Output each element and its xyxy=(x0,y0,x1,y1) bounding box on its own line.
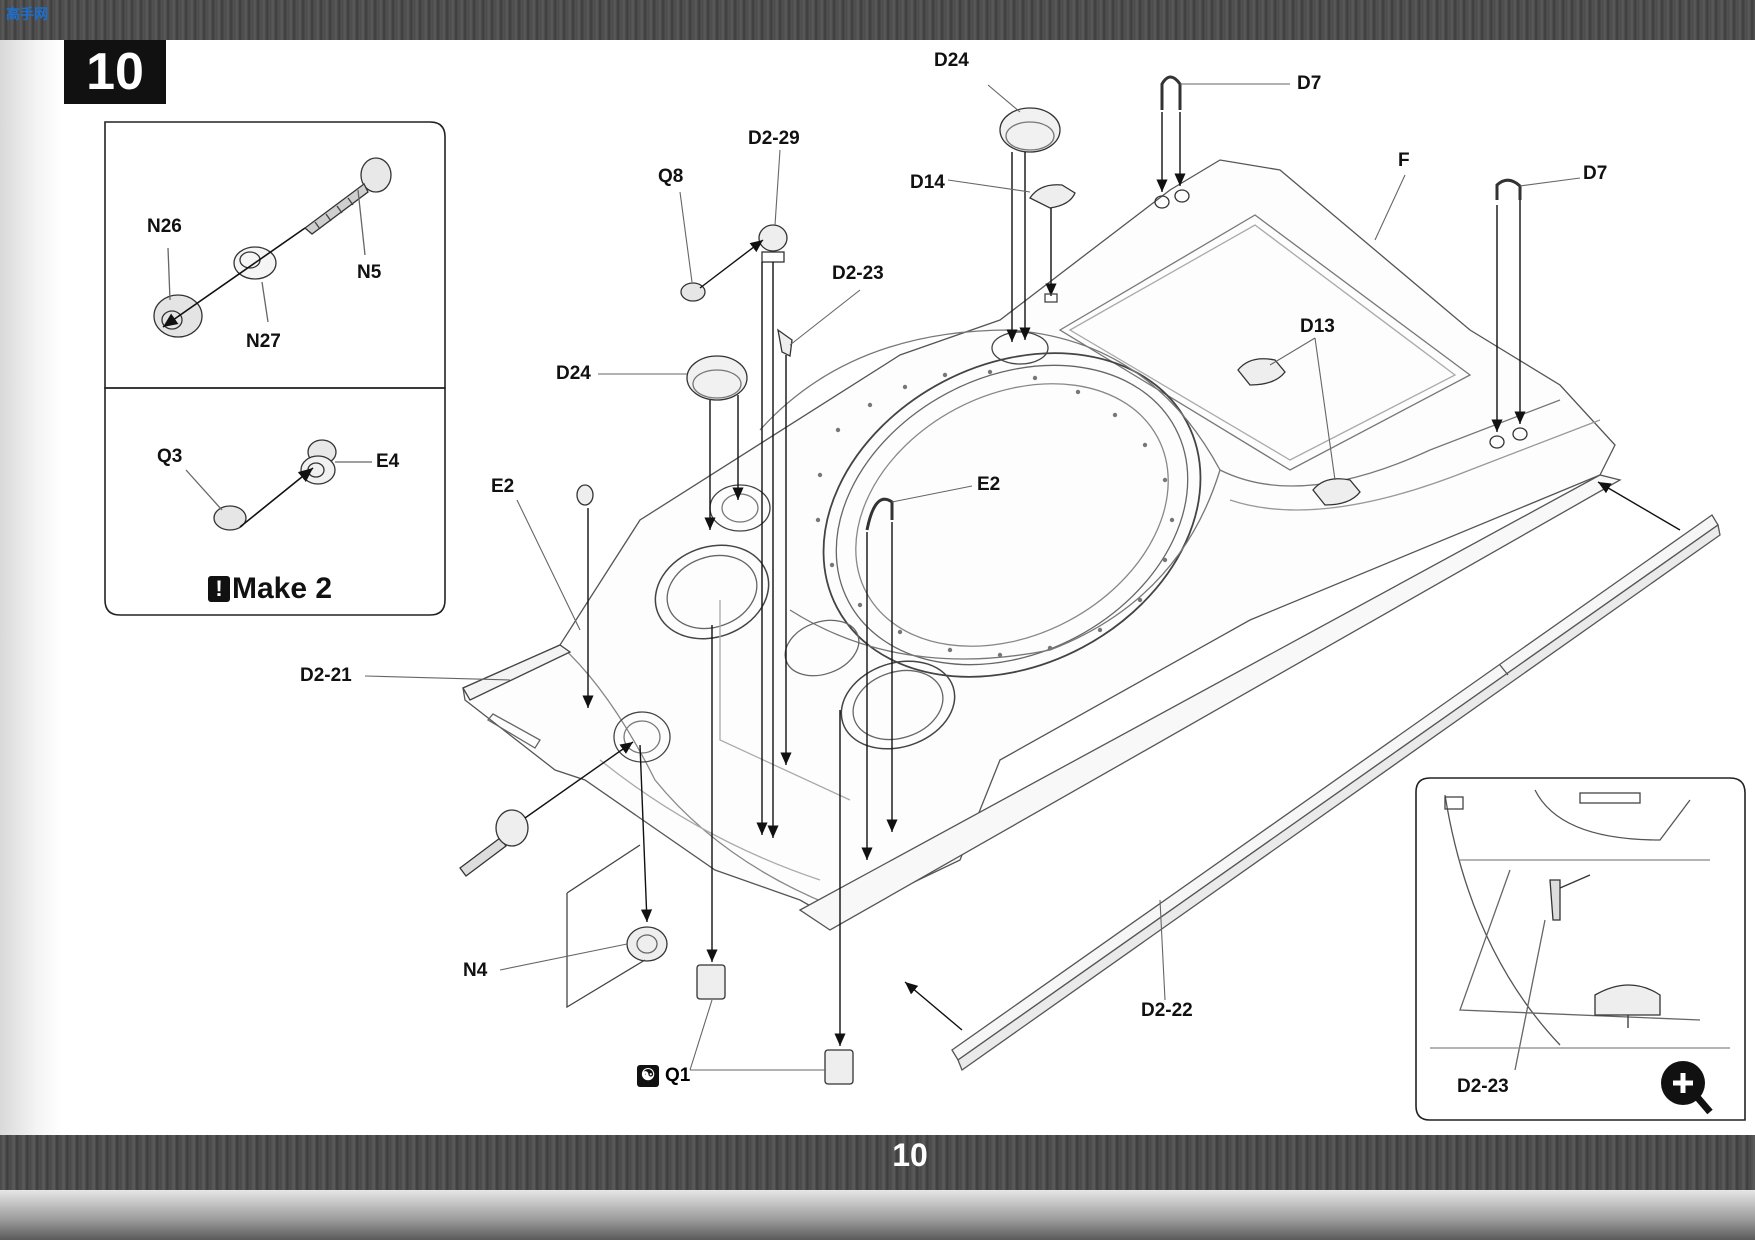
d7-right-part xyxy=(1489,178,1528,449)
label-d13: D13 xyxy=(1300,316,1335,337)
hull-upper-part-f xyxy=(462,159,1616,921)
label-d24-mid: D24 xyxy=(556,363,591,384)
yin-yang-icon: ☯ xyxy=(637,1065,659,1087)
label-d7-left: D7 xyxy=(1297,73,1322,94)
side-skirt-d2-22 xyxy=(951,514,1721,1072)
e2-right-part xyxy=(861,497,898,860)
exclamation-icon: ! xyxy=(208,576,230,602)
label-n5: N5 xyxy=(357,262,382,283)
page-spine xyxy=(0,40,62,1135)
label-detail-d2-23: D2-23 xyxy=(1457,1076,1509,1097)
bottom-strip xyxy=(0,1190,1755,1240)
label-d14: D14 xyxy=(910,172,945,193)
d24-top-part xyxy=(991,107,1061,365)
watermark-logo: 高手网 xyxy=(6,6,48,22)
d14-part xyxy=(1029,184,1076,303)
label-d24-top: D24 xyxy=(934,50,969,71)
n4-part xyxy=(566,744,668,1009)
label-e2-left: E2 xyxy=(491,476,515,497)
q8-disc-part xyxy=(680,239,764,302)
label-q1: Q1 xyxy=(665,1065,691,1086)
d2-23-part xyxy=(777,328,793,765)
bow-mg-part xyxy=(459,741,634,877)
label-d2-23: D2-23 xyxy=(832,263,884,284)
q1-part xyxy=(696,625,854,1085)
detail-inset xyxy=(1415,777,1746,1121)
label-n27: N27 xyxy=(246,331,281,352)
d24-mid-part xyxy=(686,355,748,530)
sponson-edge xyxy=(798,474,1622,931)
label-d2-29: D2-29 xyxy=(748,128,800,149)
bottom-band xyxy=(0,1135,1755,1190)
inset-top-left xyxy=(104,121,446,616)
d7-left-part xyxy=(1154,75,1190,209)
page-number: 10 xyxy=(892,1137,928,1173)
d2-29-part xyxy=(756,224,788,838)
d13-part xyxy=(1237,358,1361,506)
label-q8: Q8 xyxy=(658,166,684,187)
top-band xyxy=(0,0,1755,40)
label-f: F xyxy=(1398,150,1410,171)
label-d2-21: D2-21 xyxy=(300,665,352,686)
label-e4: E4 xyxy=(376,451,400,472)
q1-note: ☯ Q1 xyxy=(637,1065,690,1087)
label-n4: N4 xyxy=(463,960,488,981)
label-d7-right: D7 xyxy=(1583,163,1608,184)
label-d2-22: D2-22 xyxy=(1141,1000,1193,1021)
e2-left-part xyxy=(576,484,594,708)
label-n26: N26 xyxy=(147,216,182,237)
q3-disc-part xyxy=(213,505,247,531)
e4-part xyxy=(300,439,337,485)
zoom-in-icon xyxy=(1661,1061,1713,1115)
label-e2-right: E2 xyxy=(977,474,1001,495)
label-q3: Q3 xyxy=(157,446,183,467)
make-2-note: ! Make 2 xyxy=(208,572,332,606)
callout-leaders xyxy=(364,83,1581,1071)
n5-screw-part xyxy=(303,157,392,235)
make-text: Make 2 xyxy=(232,572,333,605)
step-number-box: 10 xyxy=(64,40,166,104)
